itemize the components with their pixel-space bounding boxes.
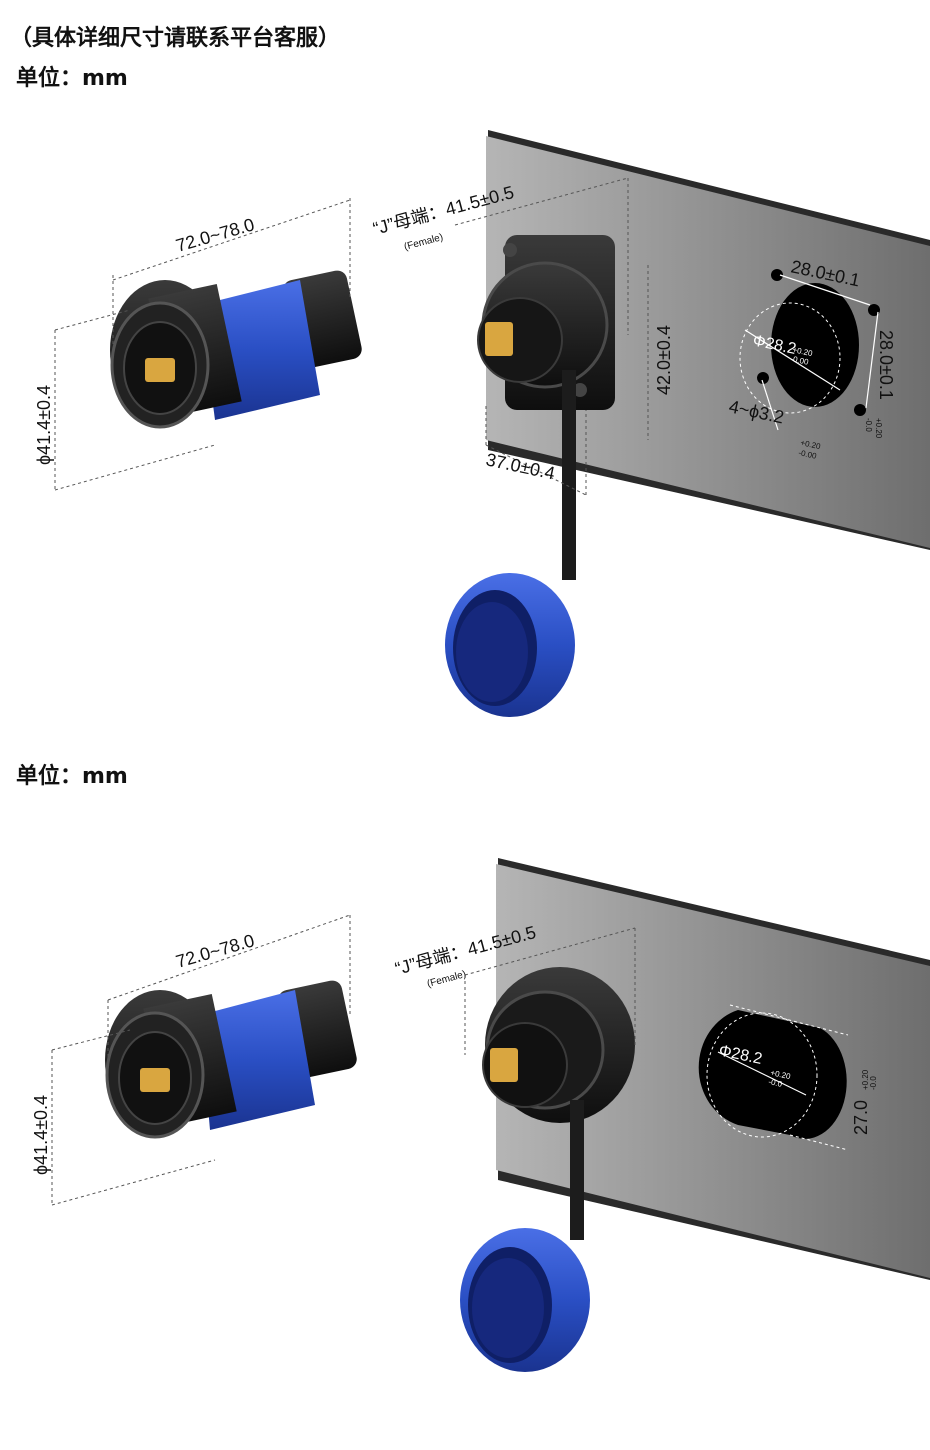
female-sublabel: (Female) <box>403 232 444 253</box>
hole-spacing-vertical-tol-lower: -0.0 <box>864 418 873 432</box>
cutout-tol-lower: -0.00 <box>790 354 810 367</box>
plug-connector <box>110 270 362 429</box>
dust-cap-2 <box>460 1228 590 1372</box>
plug-diameter-dim-2: ϕ41.4±0.4 <box>31 1095 51 1175</box>
hole-spacing-vertical-tol-upper: +0.20 <box>874 418 883 439</box>
dimension-lines-2 <box>51 914 636 1206</box>
flat-dim: 27.0 <box>851 1100 871 1135</box>
plug-length-dim: 72.0~78.0 <box>174 214 257 255</box>
gold-contacts <box>145 358 175 382</box>
unit-label: 单位：mm <box>16 66 128 91</box>
cutout-tol-lower-2: -0.0 <box>768 1077 784 1089</box>
female-receptacle-2 <box>482 967 635 1240</box>
panel-mount-connector-figure-1: 72.0~78.0 ϕ41.4±0.4 “J”母端：41.5±0.5 (Fema… <box>34 130 930 717</box>
contact-support-note: （具体详细尺寸请联系平台客服） <box>10 26 341 51</box>
panel-mount-connector-figure-2: 72.0~78.0 ϕ41.4±0.4 “J”母端：41.5±0.5 (Fema… <box>31 858 930 1372</box>
hole-spacing-vertical: 28.0±0.1 <box>876 330 896 400</box>
tether-strap <box>562 370 576 580</box>
plug-length-dim-2: 72.0~78.0 <box>174 930 257 971</box>
female-receptacle <box>477 235 615 580</box>
cutout-tol-upper-2: +0.20 <box>770 1068 792 1081</box>
mounting-panel-2 <box>496 858 930 1280</box>
plug-connector-2 <box>105 980 357 1139</box>
mount-holes-tol-lower: -0.00 <box>798 448 818 461</box>
mount-holes-tol-upper: +0.20 <box>800 438 822 451</box>
height-dim: 42.0±0.4 <box>654 325 674 395</box>
flat-tol-lower: -0.0 <box>869 1076 878 1090</box>
flat-tol-upper: +0.20 <box>861 1069 870 1090</box>
cutout-tol-upper: +0.20 <box>792 345 814 358</box>
female-sublabel-2: (Female) <box>426 969 467 990</box>
unit-label-2: 单位：mm <box>16 764 128 789</box>
dimension-lines <box>54 177 649 496</box>
dust-cap <box>445 573 575 717</box>
plug-diameter-dim: ϕ41.4±0.4 <box>34 385 54 465</box>
